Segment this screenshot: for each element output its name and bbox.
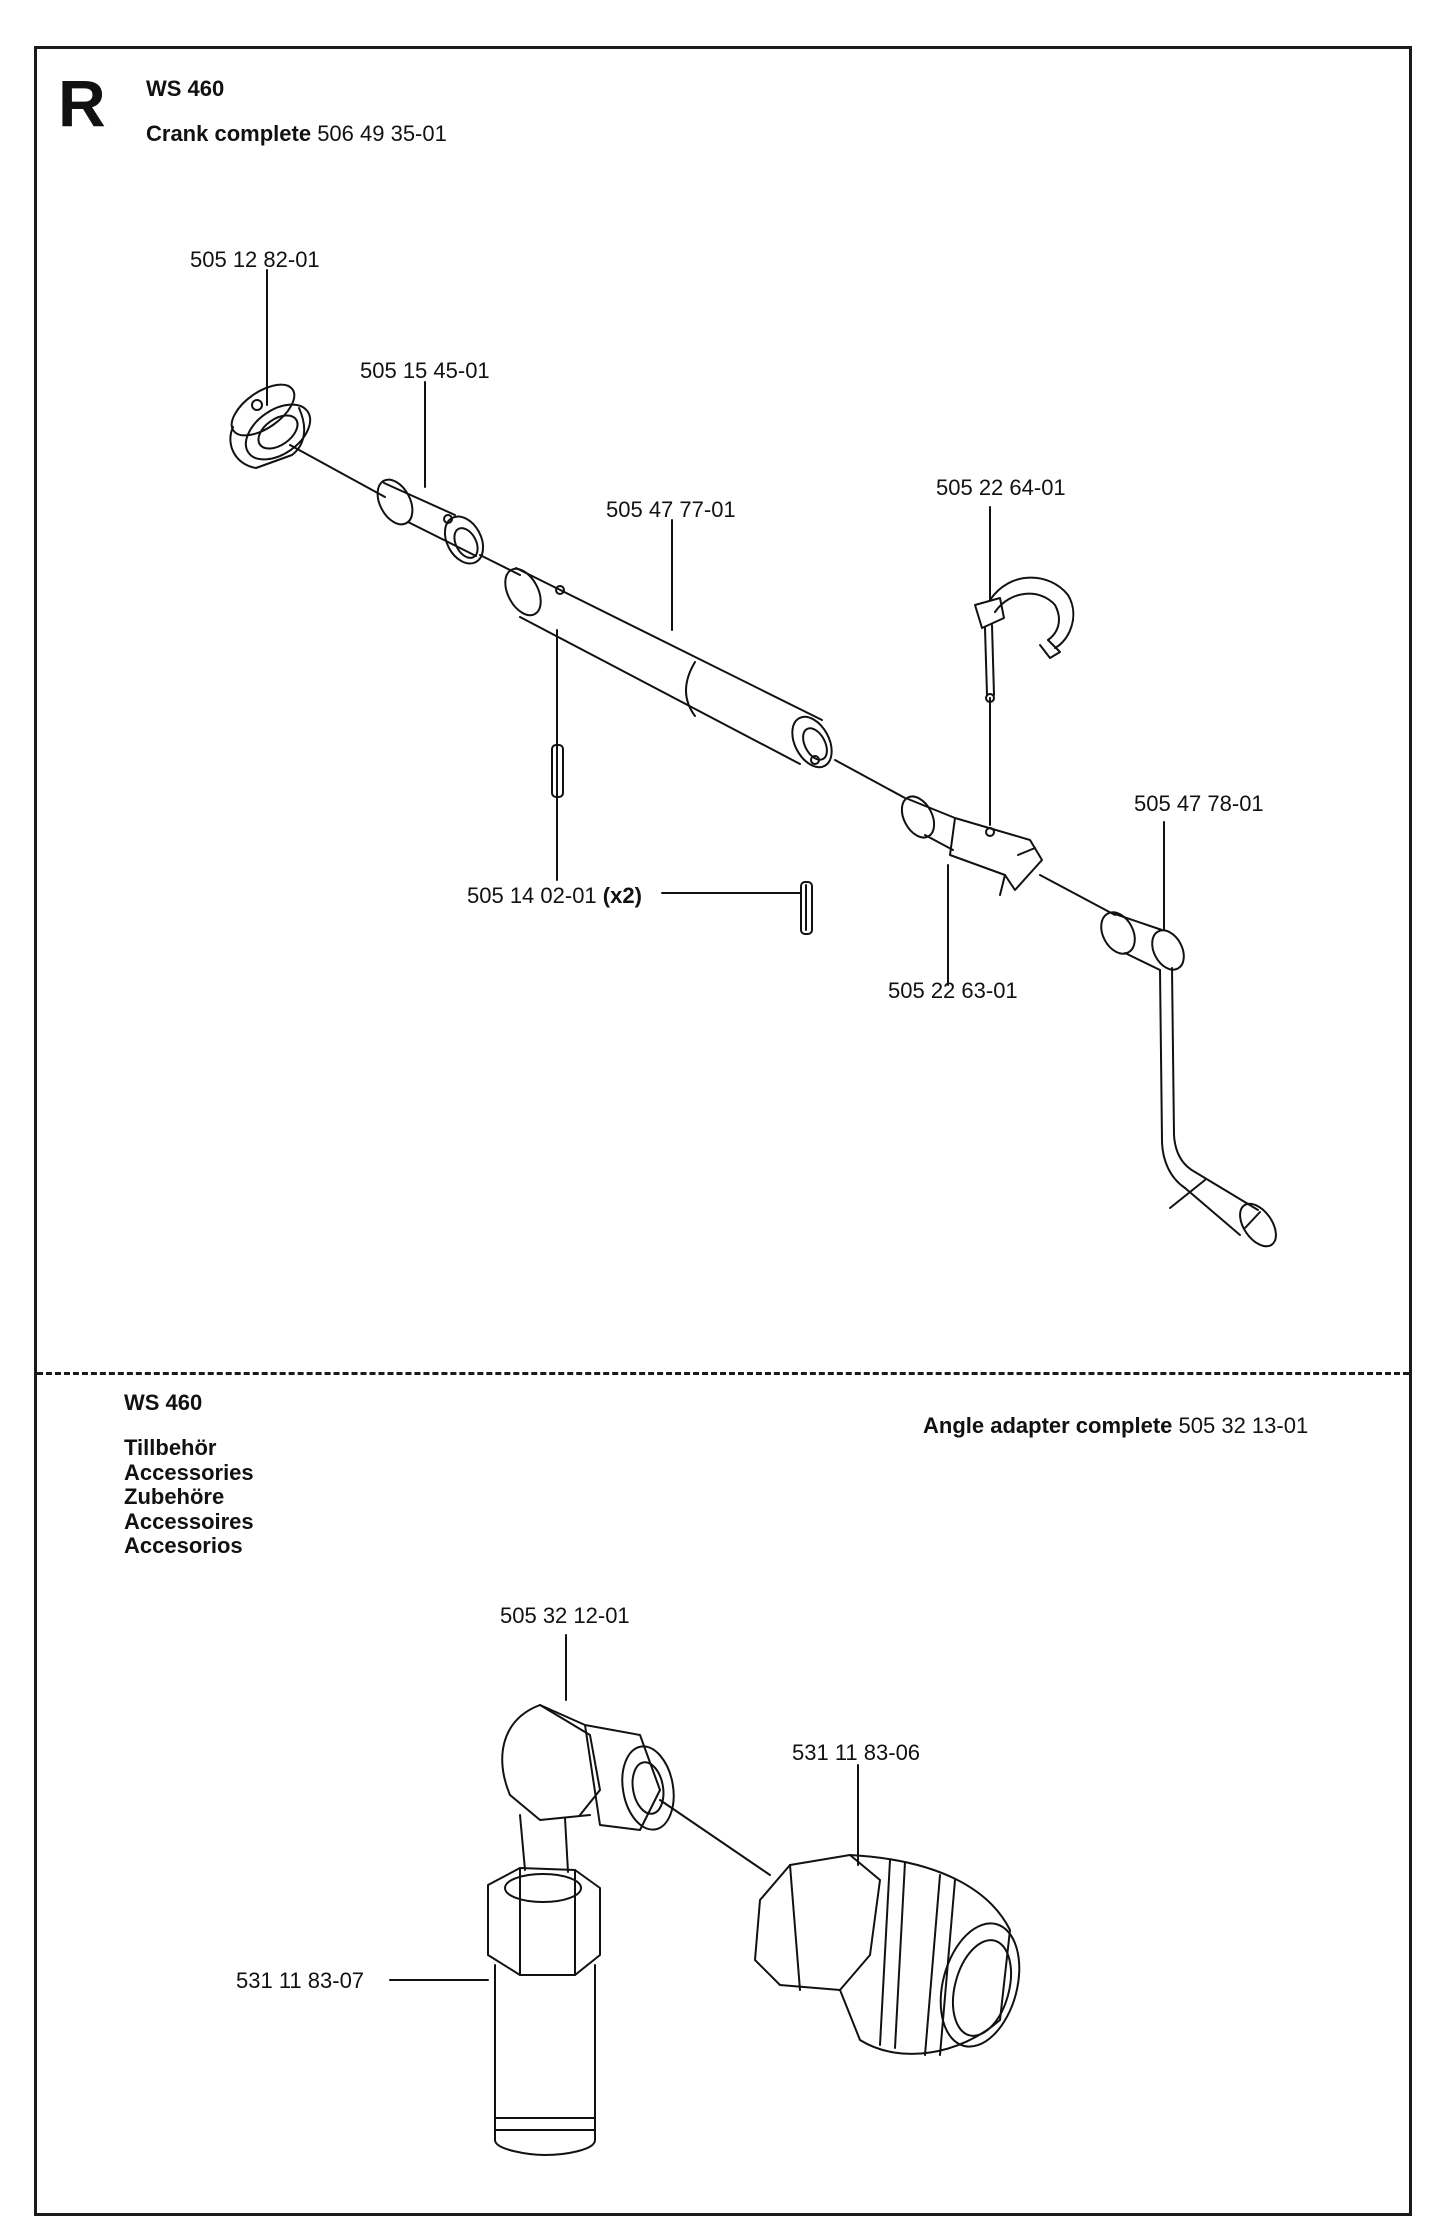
part-label-crank: 505 47 78-01 (1134, 791, 1264, 816)
part-label-tube: 505 47 77-01 (606, 497, 736, 522)
section-letter: R (58, 66, 106, 140)
hex-nipple-part (487, 1867, 601, 2156)
part-label-elbow: 505 32 12-01 (500, 1603, 630, 1628)
part-label-nipple: 531 11 83-07 (236, 1968, 365, 1993)
tube-part (504, 567, 833, 769)
leader-lines-upper (266, 269, 1165, 986)
angle-elbow-part (501, 1704, 771, 1876)
assembly-axis-line (289, 444, 1116, 916)
quick-socket-part (754, 1854, 1021, 2056)
lower-assembly-number: 505 32 13-01 (1178, 1413, 1309, 1438)
part-label-pin-number: 505 14 02-01 (467, 883, 597, 908)
part-label-coupling: 505 22 63-01 (888, 978, 1018, 1003)
clip-part (974, 576, 1075, 703)
part-label-pin: 505 14 02-01 (x2) (467, 883, 642, 909)
collar-ring-part (229, 383, 312, 469)
accessories-fr: Accessoires (124, 1508, 254, 1534)
lower-assembly-name: Angle adapter complete (923, 1413, 1173, 1438)
part-label-sleeve: 505 15 45-01 (360, 358, 490, 383)
part-label-pin-qty: (x2) (602, 883, 642, 908)
accessories-en: Accessories (124, 1459, 254, 1485)
pin-part-right (800, 881, 813, 935)
accessories-sv: Tillbehör (124, 1435, 217, 1460)
upper-assembly-title: Crank complete 506 49 35-01 (146, 121, 447, 147)
coupling-part (900, 795, 1043, 896)
part-label-collar: 505 12 82-01 (190, 247, 320, 272)
lower-assembly-title: Angle adapter complete 505 32 13-01 (923, 1413, 1308, 1439)
section-divider (37, 1372, 1409, 1375)
accessories-es: Accesorios (124, 1533, 243, 1558)
upper-model-label: WS 460 (146, 76, 225, 101)
leader-lines-lower (389, 1634, 859, 1981)
upper-assembly-name: Crank complete (146, 121, 312, 146)
part-label-clip: 505 22 64-01 (936, 475, 1066, 500)
accessories-list: Tillbehör Accessories Zubehöre Accessoir… (124, 1435, 254, 1559)
lower-model-label: WS 460 (124, 1390, 203, 1415)
upper-assembly-number: 506 49 35-01 (317, 121, 447, 146)
part-label-socket: 531 11 83-06 (792, 1740, 921, 1765)
accessories-de: Zubehöre (124, 1484, 225, 1509)
sleeve-part (376, 478, 485, 565)
crank-part (1100, 911, 1277, 1248)
